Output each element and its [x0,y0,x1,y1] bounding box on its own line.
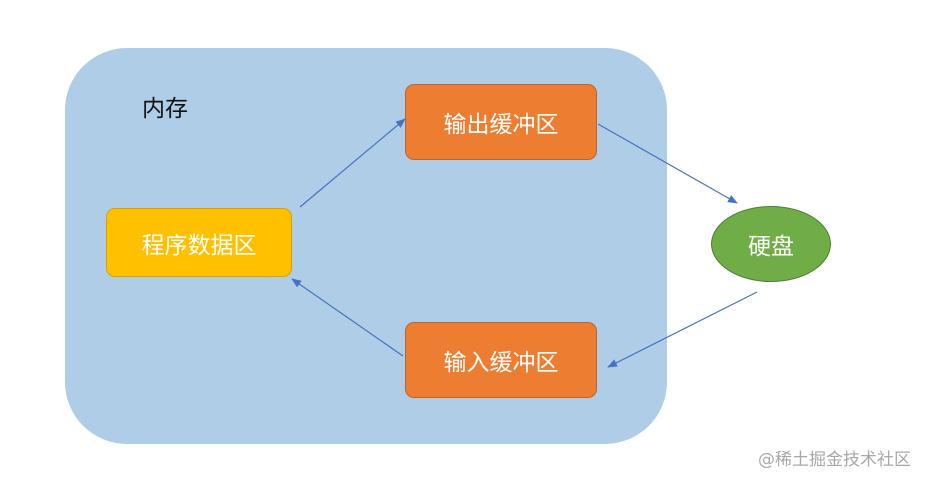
input-buffer-node: 输入缓冲区 [405,322,597,398]
disk-label: 硬盘 [748,234,794,260]
memory-label: 内存 [142,96,188,122]
program-data-area-label: 程序数据区 [141,232,257,259]
input-buffer-label: 输入缓冲区 [443,350,559,376]
output-buffer-label: 输出缓冲区 [443,112,559,138]
output-buffer-node: 输出缓冲区 [405,84,597,160]
watermark: @稀土掘金技术社区 [758,450,911,470]
disk-node: 硬盘 [711,206,831,282]
program-data-area-node: 程序数据区 [106,208,292,277]
